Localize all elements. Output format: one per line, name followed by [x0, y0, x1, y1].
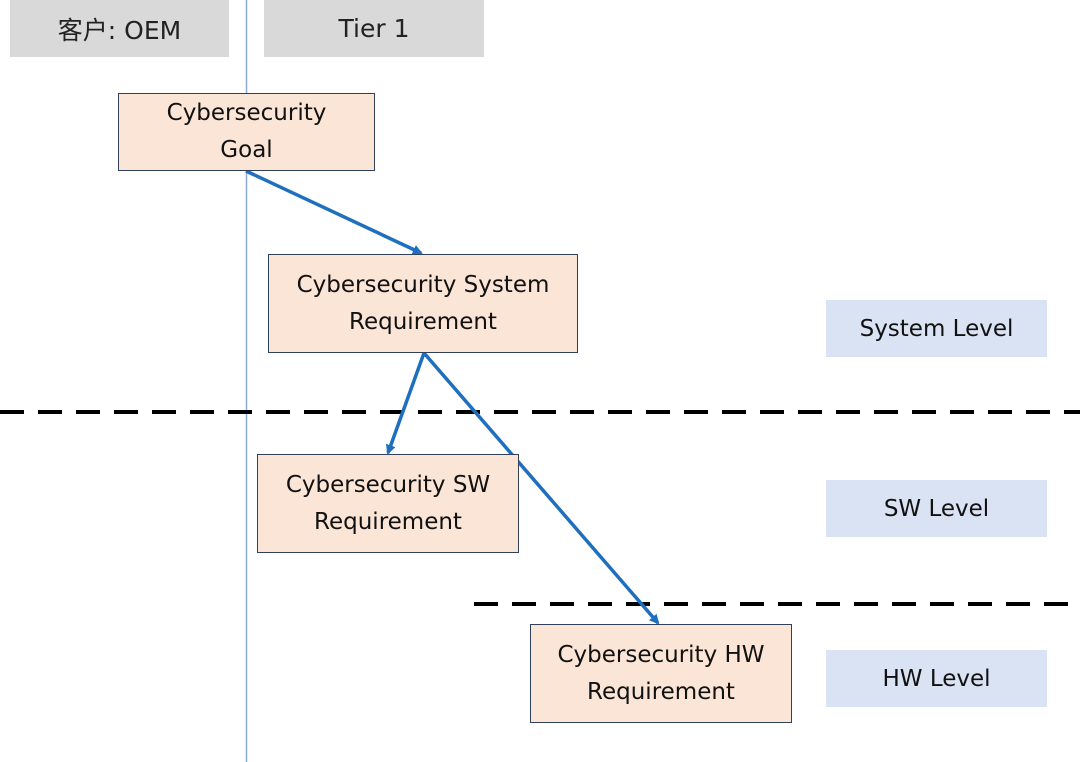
level-hw: HW Level — [826, 650, 1047, 707]
level-sw-label: SW Level — [883, 495, 990, 522]
node-hw-label: Cybersecurity HW Requirement — [557, 641, 765, 705]
arrow-system-to-sw — [386, 352, 426, 455]
header-tier1: Tier 1 — [264, 0, 484, 57]
node-goal-label: Cybersecurity Goal — [166, 100, 327, 163]
node-cybersecurity-sw-requirement: Cybersecurity SW Requirement — [257, 454, 519, 553]
level-system-label: System Level — [859, 315, 1014, 342]
node-system-label: Cybersecurity System Requirement — [296, 271, 550, 335]
header-customer-label: 客户: OEM — [57, 15, 182, 45]
level-sw: SW Level — [826, 480, 1047, 537]
header-tier1-label: Tier 1 — [338, 14, 410, 43]
header-customer-oem: 客户: OEM — [10, 0, 229, 57]
level-system: System Level — [826, 300, 1047, 357]
arrow-goal-to-system — [245, 169, 423, 255]
arrow-system-to-hw — [422, 351, 660, 625]
level-hw-label: HW Level — [882, 665, 991, 692]
node-cybersecurity-goal: Cybersecurity Goal — [118, 93, 375, 171]
node-cybersecurity-hw-requirement: Cybersecurity HW Requirement — [530, 624, 792, 723]
node-cybersecurity-system-requirement: Cybersecurity System Requirement — [268, 254, 578, 353]
node-sw-label: Cybersecurity SW Requirement — [285, 471, 491, 535]
